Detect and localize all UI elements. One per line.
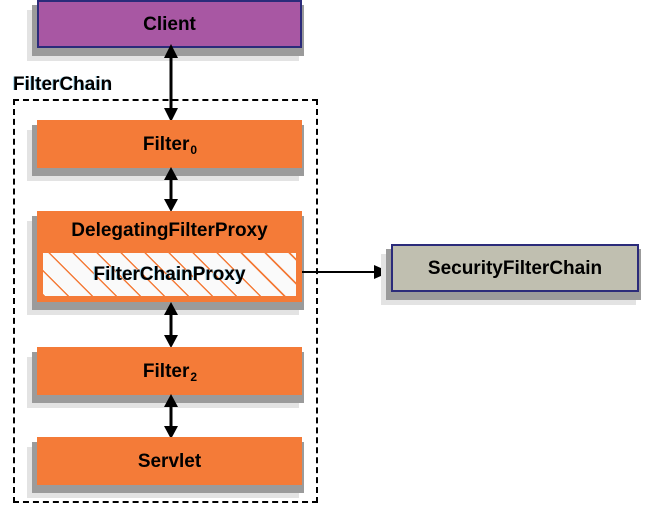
node-filter-chain-proxy-label: FilterChainProxy bbox=[93, 263, 246, 285]
node-filter0-label-text: Filter bbox=[142, 133, 190, 155]
node-security-filter-chain[interactable]: SecurityFilterChain bbox=[391, 244, 639, 292]
node-filter2-label-subscript: 2 bbox=[190, 369, 198, 384]
node-filter0[interactable]: Filter0 bbox=[37, 120, 302, 168]
filterchain-group-box bbox=[13, 99, 318, 503]
node-filter2-label: Filter2 bbox=[142, 360, 198, 384]
node-filter2-label-text: Filter bbox=[142, 360, 190, 382]
node-delegating-filter-proxy-label: DelegatingFilterProxy bbox=[71, 219, 268, 241]
node-client[interactable]: Client bbox=[37, 0, 302, 48]
node-servlet-label: Servlet bbox=[137, 450, 202, 472]
node-filter0-label: Filter0 bbox=[142, 133, 198, 157]
node-filter0-label-subscript: 0 bbox=[190, 142, 198, 157]
node-servlet[interactable]: Servlet bbox=[37, 437, 302, 485]
node-delegating-filter-proxy[interactable]: DelegatingFilterProxy FilterChainProxy bbox=[37, 211, 302, 302]
group-label-filterchain: FilterChain bbox=[13, 74, 113, 95]
node-filter2[interactable]: Filter2 bbox=[37, 347, 302, 395]
node-delegating-filter-proxy-title: DelegatingFilterProxy bbox=[37, 211, 302, 249]
node-security-filter-chain-label: SecurityFilterChain bbox=[427, 257, 603, 279]
node-filter-chain-proxy[interactable]: FilterChainProxy bbox=[43, 253, 296, 296]
node-client-label: Client bbox=[143, 13, 196, 35]
